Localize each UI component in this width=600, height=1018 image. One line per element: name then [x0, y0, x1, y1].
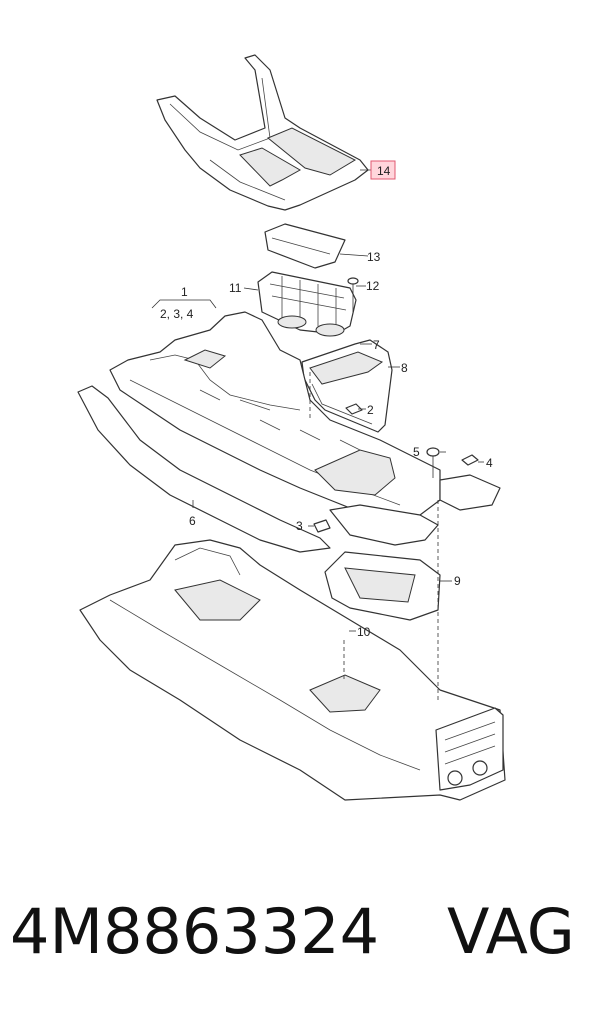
callout-4: 4 — [486, 456, 493, 470]
console-upper-part — [109, 311, 441, 546]
clip-part-3 — [313, 519, 331, 533]
brand-text: VAG — [447, 895, 575, 968]
storage-tray-part — [324, 551, 441, 621]
screw-part-12 — [347, 277, 359, 312]
exploded-parts-diagram: 14 13 11 12 1 2, 3, 4 7 8 2 5 4 6 3 9 10 — [77, 54, 506, 801]
callout-6: 6 — [189, 514, 196, 528]
callout-10: 10 — [357, 625, 371, 639]
part-number-text: 4M8863324 — [10, 895, 380, 968]
highlight-box — [370, 160, 396, 180]
trim-frame-part — [156, 54, 369, 211]
callout-11: 11 — [229, 281, 242, 295]
callout-7: 7 — [373, 338, 380, 352]
callout-2: 2 — [367, 403, 374, 417]
screw-part-5 — [426, 447, 440, 478]
callout-8: 8 — [401, 361, 408, 375]
callout-12: 12 — [366, 279, 380, 293]
callout-1: 1 — [181, 285, 188, 299]
callout-14: 14 — [377, 164, 391, 178]
mat-part — [264, 223, 346, 269]
console-lower-part — [79, 539, 506, 801]
callout-13: 13 — [367, 250, 381, 264]
callout-3: 3 — [296, 519, 303, 533]
lid-part — [301, 339, 393, 433]
side-trim-part — [77, 385, 331, 553]
clip-part-2 — [345, 403, 363, 415]
callout-5: 5 — [413, 445, 420, 459]
callout-1-sub: 2, 3, 4 — [160, 307, 194, 321]
cup-holder-part — [257, 271, 357, 337]
callout-9: 9 — [454, 574, 461, 588]
button-part-4 — [439, 454, 501, 511]
